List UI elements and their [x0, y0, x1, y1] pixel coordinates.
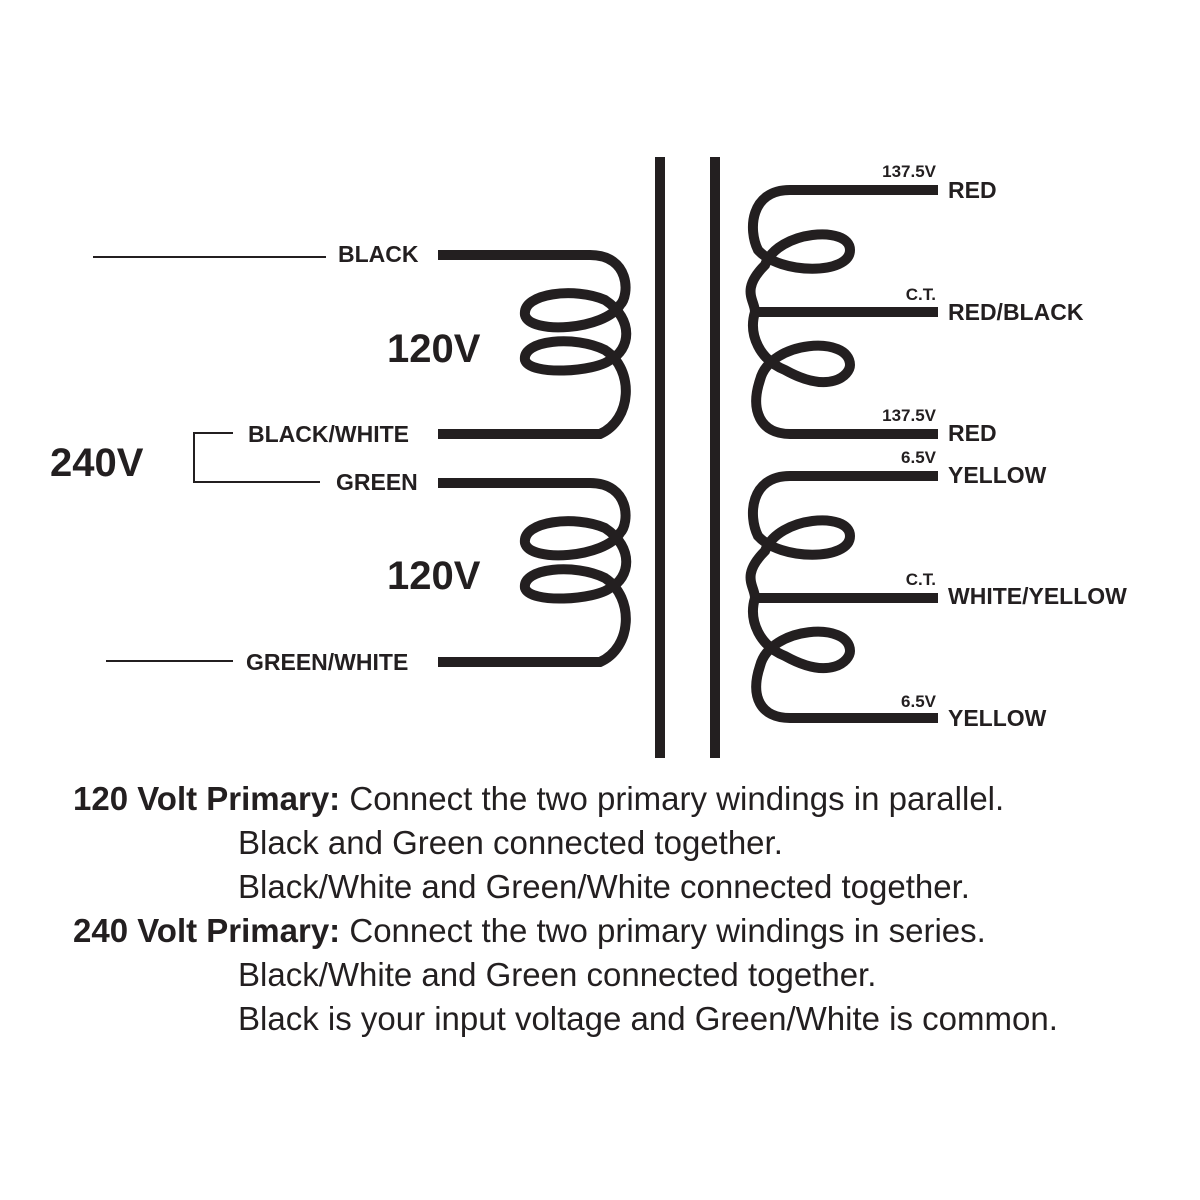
voltage-label-primary-bottom: 120V — [387, 554, 481, 598]
primary-winding-bottom — [106, 478, 632, 667]
tap-label-low-bottom: 6.5V — [901, 692, 937, 711]
voltage-label-primary-top: 120V — [387, 327, 481, 371]
secondary-winding-high — [745, 185, 938, 439]
lead-label-red-top: RED — [948, 177, 997, 203]
tap-label-high-center: C.T. — [906, 285, 936, 304]
primary-top-coil — [438, 250, 632, 439]
lead-label-black-white: BLACK/WHITE — [248, 421, 409, 447]
lead-label-green: GREEN — [336, 469, 418, 495]
lead-label-white-yellow: WHITE/YELLOW — [948, 583, 1127, 609]
tap-label-high-top: 137.5V — [882, 162, 937, 181]
series-bracket — [193, 432, 320, 483]
tap-label-low-top: 6.5V — [901, 448, 937, 467]
tap-label-low-center: C.T. — [906, 570, 936, 589]
lead-label-yellow-bottom: YELLOW — [948, 705, 1047, 731]
secondary-high-coil — [745, 185, 938, 317]
secondary-low-coil-lower — [748, 596, 938, 723]
secondary-high-coil-lower — [748, 310, 938, 439]
primary-winding-top — [93, 250, 632, 439]
primary-bottom-coil — [438, 478, 632, 667]
lead-label-red-black: RED/BLACK — [948, 299, 1084, 325]
voltage-label-primary-total: 240V — [50, 441, 144, 485]
secondary-low-coil — [745, 471, 938, 603]
secondary-winding-low — [745, 471, 938, 723]
transformer-core — [655, 157, 720, 758]
tap-label-high-bottom: 137.5V — [882, 406, 937, 425]
bracket-line — [193, 432, 320, 483]
lead-label-red-bottom: RED — [948, 420, 997, 446]
lead-label-black: BLACK — [338, 241, 419, 267]
lead-label-yellow-top: YELLOW — [948, 462, 1047, 488]
lead-label-green-white: GREEN/WHITE — [246, 649, 408, 675]
